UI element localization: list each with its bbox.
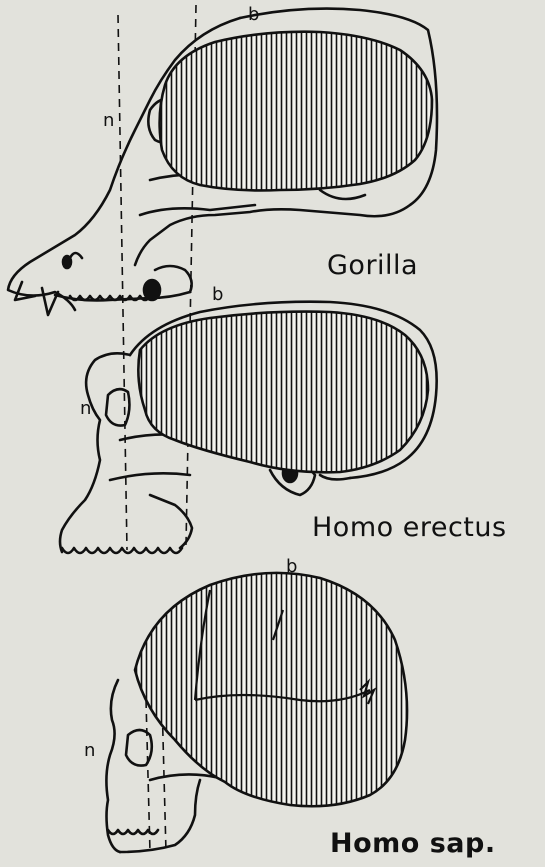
sapiens-bregma-marker: b [286,556,298,577]
homo-erectus-label: Homo erectus [312,512,507,543]
erectus-nasion-marker: n [80,398,92,419]
sapiens-nasion-marker: n [84,740,96,761]
gorilla-label: Gorilla [327,250,418,281]
gorilla-brain-case [160,32,432,191]
homo-erectus-brain-case [138,312,428,473]
gorilla-nasion-marker: n [103,110,115,131]
erectus-bregma-marker: b [212,284,224,305]
gorilla-bregma-marker: b [248,4,260,25]
homo-sapiens-label: Homo sap. [330,828,496,859]
